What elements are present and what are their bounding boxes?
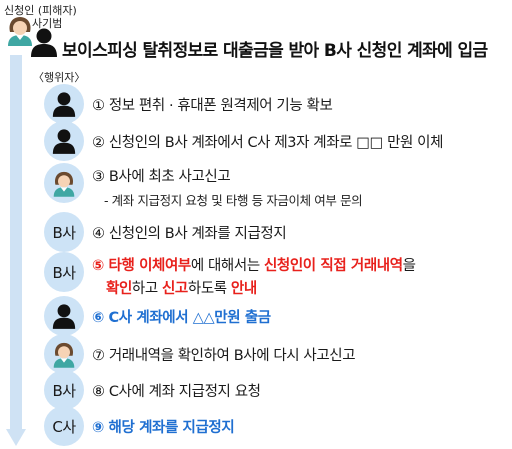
- actor-badge-bank-c: C사: [44, 406, 84, 446]
- person-silhouette-icon: [52, 304, 76, 329]
- step-text-1: ① 정보 편취 · 휴대폰 원격제어 기능 확보: [92, 98, 333, 114]
- criminal-label: 사기범: [32, 17, 63, 30]
- step-subtext-3: - 계좌 지급정지 요청 및 타행 등 자금이체 여부 문의: [104, 193, 363, 208]
- step-text-5-line1: ⑤ 타행 이체여부에 대해서는 신청인이 직접 거래내역을: [92, 258, 416, 274]
- step-text-2: ② 신청인의 B사 계좌에서 C사 제3자 계좌로 □□ 만원 이체: [92, 135, 444, 151]
- actor-badge-criminal: [44, 84, 84, 124]
- person-silhouette-icon: [52, 92, 76, 117]
- step-text-8: ⑧ C사에 계좌 지급정지 요청: [92, 384, 261, 400]
- actor-badge-bank-b: B사: [44, 252, 84, 292]
- actor-badge-bank-b: B사: [44, 212, 84, 252]
- actor-badge-bank-b: B사: [44, 370, 84, 410]
- diagram-title: 보이스피싱 탈취정보로 대출금을 받아 B사 신청인 계좌에 입금: [62, 41, 488, 61]
- step-text-5-line2: 확인하고 신고하도록 안내: [106, 281, 257, 297]
- step-text-9: ⑨ 해당 계좌를 지급정지: [92, 420, 235, 436]
- timeline-arrow: [6, 55, 26, 446]
- criminal-header-icon: [31, 28, 57, 57]
- victim-label: 신청인 (피해자): [4, 4, 77, 17]
- person-silhouette-icon: [52, 129, 76, 154]
- actor-badge-victim: [44, 163, 84, 203]
- actor-column-header: 〈행위자〉: [33, 71, 86, 84]
- victim-avatar-icon: [8, 17, 32, 46]
- actor-badge-criminal: [44, 296, 84, 336]
- step-text-7: ⑦ 거래내역을 확인하여 B사에 다시 사고신고: [92, 348, 356, 364]
- actor-badge-victim: [44, 334, 84, 374]
- actor-badge-criminal: [44, 121, 84, 161]
- step-text-3: ③ B사에 최초 사고신고: [92, 169, 231, 185]
- woman-avatar-icon: [53, 171, 75, 197]
- step-text-6: ⑥ C사 계좌에서 △△만원 출금: [92, 310, 271, 326]
- step-text-4: ④ 신청인의 B사 계좌를 지급정지: [92, 226, 287, 242]
- woman-avatar-icon: [53, 342, 75, 368]
